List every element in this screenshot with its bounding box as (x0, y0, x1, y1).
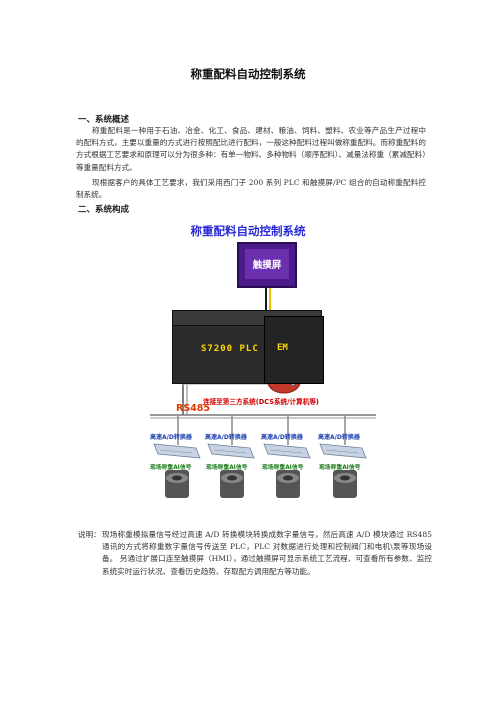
rs485-label: RS485 (176, 403, 210, 414)
converter-label: 高速A/D转换器 (318, 434, 360, 441)
converter-module-1 (153, 443, 201, 459)
note-text: 现场称重模拟量信号经过高速 A/D 转换模块转换成数字量信号，然后高速 A/D … (102, 530, 432, 576)
hmi-label: 触摸屏 (245, 249, 289, 279)
converter-module-2 (207, 443, 255, 459)
note-label: 说明： (78, 530, 101, 539)
signal-label: 现场称重AI信号 (262, 465, 304, 471)
load-cell-3 (276, 470, 300, 498)
converter-label: 高速A/D转换器 (205, 434, 247, 441)
converter-module-4 (319, 443, 367, 459)
signal-label: 现场称重AI信号 (150, 465, 192, 471)
converter-label: 高速A/D转换器 (261, 434, 303, 441)
signal-label: 现场称重AI信号 (206, 465, 248, 471)
load-cell-1 (165, 470, 189, 498)
em-label: EM (277, 343, 288, 353)
section1-paragraph-1: 称重配料是一种用于石油、冶金、化工、食品、建材、粮油、饲料、塑料、农业等产品生产… (76, 126, 426, 172)
hmi-device: 触摸屏 (237, 242, 297, 288)
converter-label: 高速A/D转换器 (150, 434, 192, 441)
diagram-title: 称重配料自动控制系统 (190, 224, 306, 238)
load-cell-4 (333, 470, 357, 498)
third-party-label: 连接至第三方系统(DCS系统/计算机等) (203, 398, 319, 406)
signal-label: 现场称重AI信号 (319, 465, 361, 471)
converter-module-3 (263, 443, 311, 459)
section2-heading: 二、系统构成 (78, 205, 130, 215)
section1-heading: 一、系统概述 (78, 115, 130, 125)
page-title: 称重配料自动控制系统 (190, 67, 306, 81)
load-cell-2 (220, 470, 244, 498)
section1-paragraph-2: 现根据客户的具体工艺要求，我们采用西门子 200 系列 PLC 和触摸屏/PC … (76, 178, 426, 200)
plc-label: S7200 PLC (201, 344, 259, 354)
em-module: EM (264, 316, 324, 384)
